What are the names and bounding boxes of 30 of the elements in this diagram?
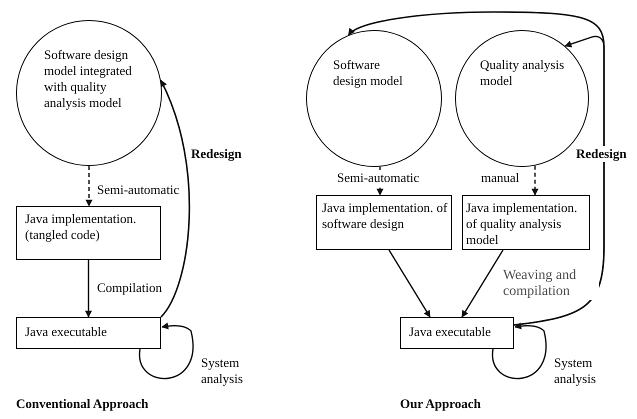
edge-label: Redesign (190, 146, 243, 162)
node-text: Software design model (333, 57, 403, 89)
process-box (16, 317, 161, 349)
arrow (160, 80, 190, 318)
arrow (514, 36, 605, 326)
process-box (400, 317, 514, 349)
process-box (316, 195, 452, 250)
panel-caption: Our Approach (400, 396, 481, 412)
arrow (86, 166, 92, 207)
node-text: Quality analysis model (480, 57, 566, 89)
node-text: Java implementation. (tangled code) (25, 211, 138, 243)
panel-caption: Conventional Approach (16, 396, 148, 412)
arrow (85, 260, 92, 318)
arrow (492, 322, 547, 380)
node-text: Java implementation. of software design (322, 200, 448, 232)
process-box (462, 195, 590, 250)
node-text: Java implementation. of quality analysis model (466, 200, 578, 248)
edge-label: Compilation (96, 280, 163, 296)
node-text: Software design model integrated with quality analysis model (44, 47, 133, 111)
arrow (388, 250, 431, 318)
edge-label: Weaving and compilation (502, 268, 599, 300)
process-box (16, 206, 161, 260)
edge-label: Redesign (575, 146, 628, 162)
node-text: Java executable (409, 324, 492, 340)
arrow (348, 11, 605, 326)
arrow (461, 250, 504, 318)
node-text: Java executable (25, 324, 108, 340)
arrow (139, 322, 194, 380)
arrow (532, 166, 538, 196)
edge-label: Semi-automatic (336, 170, 420, 186)
